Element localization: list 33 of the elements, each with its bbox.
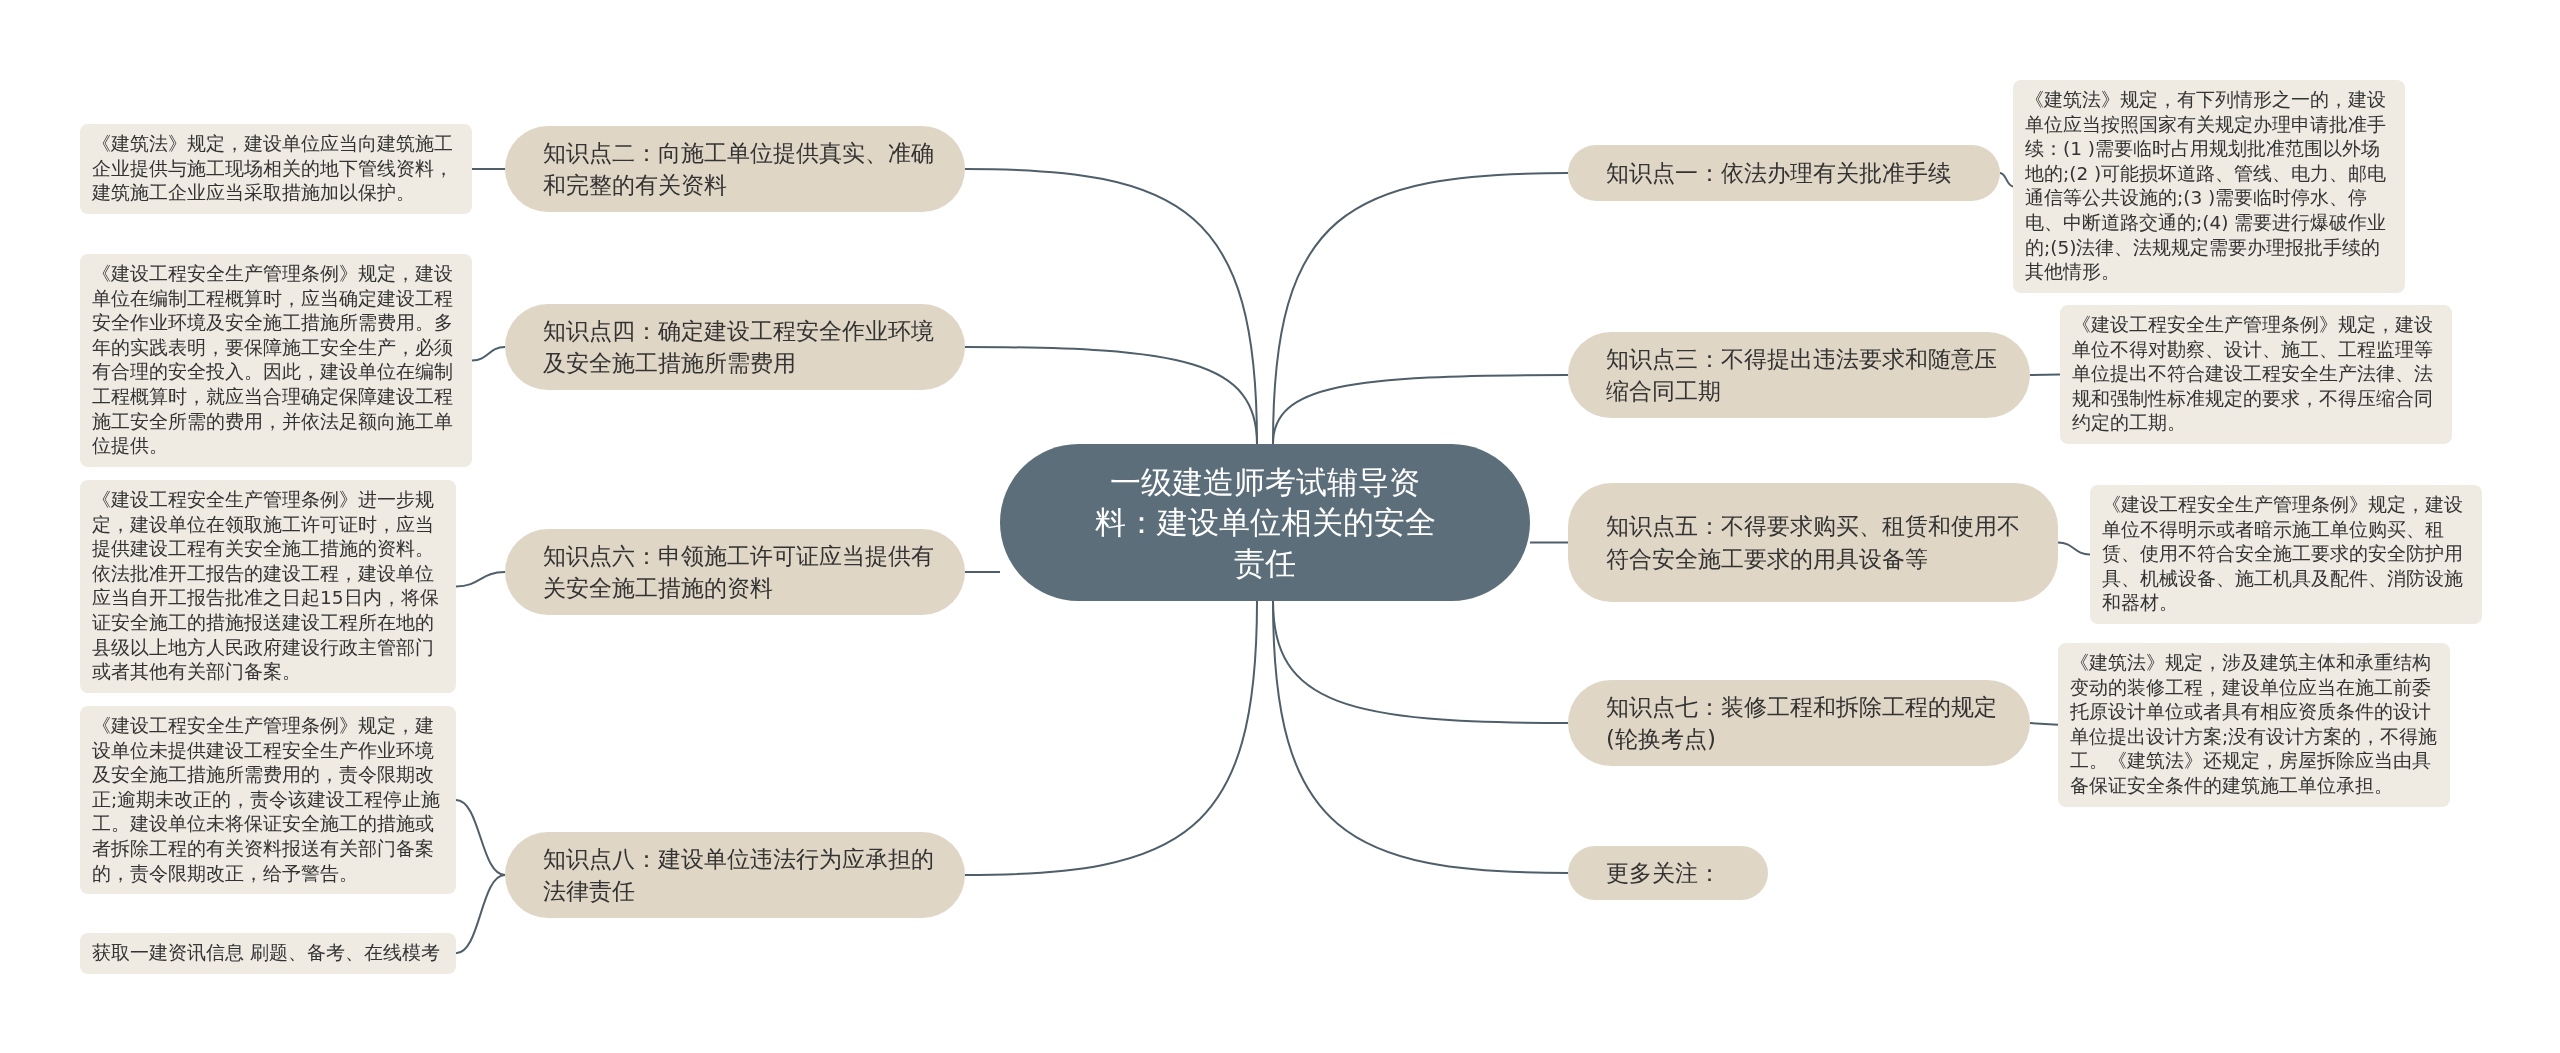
topic-pill: 更多关注： bbox=[1568, 846, 1768, 900]
topic-pill: 知识点二：向施工单位提供真实、准确和完整的有关资料 bbox=[505, 126, 965, 212]
note-card: 获取一建资讯信息 刷题、备考、在线模考 bbox=[80, 933, 456, 974]
connector-line bbox=[964, 346, 1258, 445]
note-card: 《建设工程安全生产管理条例》规定，建设单位未提供建设工程安全生产作业环境及安全施工措施所需费用的，责令限期改正;逾期未改正的，责令该建设工程停止施工。建设单位未将保证安全施工的措施或者拆除工程的有关资料报送有关部门备案的，责令限期改正，给予警告。 bbox=[80, 706, 456, 895]
central-topic: 一级建造师考试辅导资料：建设单位相关的安全责任 bbox=[1000, 444, 1530, 601]
topic-pill: 知识点三：不得提出违法要求和随意压缩合同工期 bbox=[1568, 332, 2030, 418]
note-card: 《建筑法》规定，建设单位应当向建筑施工企业提供与施工现场相关的地下管线资料，建筑施工企业应当采取措施加以保护。 bbox=[80, 124, 472, 214]
note-card: 《建设工程安全生产管理条例》规定，建设单位在编制工程概算时，应当确定建设工程安全作业环境及安全施工措施所需费用。多年的实践表明，要保障施工安全生产，必须有合理的安全投入。因此，建设单位在编制工程概算时，就应当合理确定保障建设工程施工安全所需的费用，并依法足额向施工单位提供。 bbox=[80, 254, 472, 467]
note-card: 《建筑法》规定，有下列情形之一的，建设单位应当按照国家有关规定办理申请批准手续：(1 )需要临时占用规划批准范围以外场地的;(2 )可能损坏道路、管线、电力、邮电通信等公共设施的;(3 )需要临时停水、停电、中断道路交通的;(4) 需要进行爆破作业的;(5)法律、法规规定需要办理报批手续的其他情形。 bbox=[2013, 80, 2405, 293]
connector-line bbox=[455, 874, 506, 955]
connector-line bbox=[1272, 374, 1569, 445]
connector-line bbox=[455, 571, 506, 588]
note-card: 《建设工程安全生产管理条例》规定，建设单位不得对勘察、设计、施工、工程监理等单位提出不符合建设工程安全生产法律、法规和强制性标准规定的要求，不得压缩合同约定的工期。 bbox=[2060, 305, 2452, 444]
topic-pill: 知识点五：不得要求购买、租赁和使用不符合安全施工要求的用具设备等 bbox=[1568, 483, 2058, 602]
topic-pill: 知识点七：装修工程和拆除工程的规定(轮换考点) bbox=[1568, 680, 2030, 766]
topic-pill: 知识点四：确定建设工程安全作业环境及安全施工措施所需费用 bbox=[505, 304, 965, 390]
note-card: 《建设工程安全生产管理条例》规定，建设单位不得明示或者暗示施工单位购买、租赁、使用不符合安全施工要求的安全防护用具、机械设备、施工机具及配件、消防设施和器材。 bbox=[2090, 485, 2482, 624]
connector-line bbox=[1529, 541, 1569, 544]
connector-line bbox=[964, 571, 1001, 573]
connector-line bbox=[471, 346, 506, 362]
topic-pill: 知识点八：建设单位违法行为应承担的法律责任 bbox=[505, 832, 965, 918]
connector-line bbox=[1272, 600, 1569, 874]
connector-line bbox=[1999, 172, 2014, 188]
topic-pill: 知识点一：依法办理有关批准手续 bbox=[1568, 145, 2000, 201]
connector-line bbox=[2029, 373, 2061, 376]
connector-line bbox=[2057, 541, 2091, 556]
connector-line bbox=[2029, 722, 2059, 726]
note-card: 《建设工程安全生产管理条例》进一步规定，建设单位在领取施工许可证时，应当提供建设工程有关安全施工措施的资料。依法批准开工报告的建设工程，建设单位应当自开工报告批准之日起15日内，将保证安全施工的措施报送建设工程所在地的县级以上地方人民政府建设行政主管部门或者其他有关部门备案。 bbox=[80, 480, 456, 693]
note-card: 《建筑法》规定，涉及建筑主体和承重结构变动的装修工程，建设单位应当在施工前委托原设计单位或者具有相应资质条件的设计单位提出设计方案;没有设计方案的，不得施工。《建筑法》还规定，房屋拆除应当由具备保证安全条件的建筑施工单位承担。 bbox=[2058, 643, 2450, 807]
connector-line bbox=[471, 167, 506, 170]
topic-pill: 知识点六：申领施工许可证应当提供有关安全施工措施的资料 bbox=[505, 529, 965, 615]
connector-line bbox=[964, 600, 1258, 876]
